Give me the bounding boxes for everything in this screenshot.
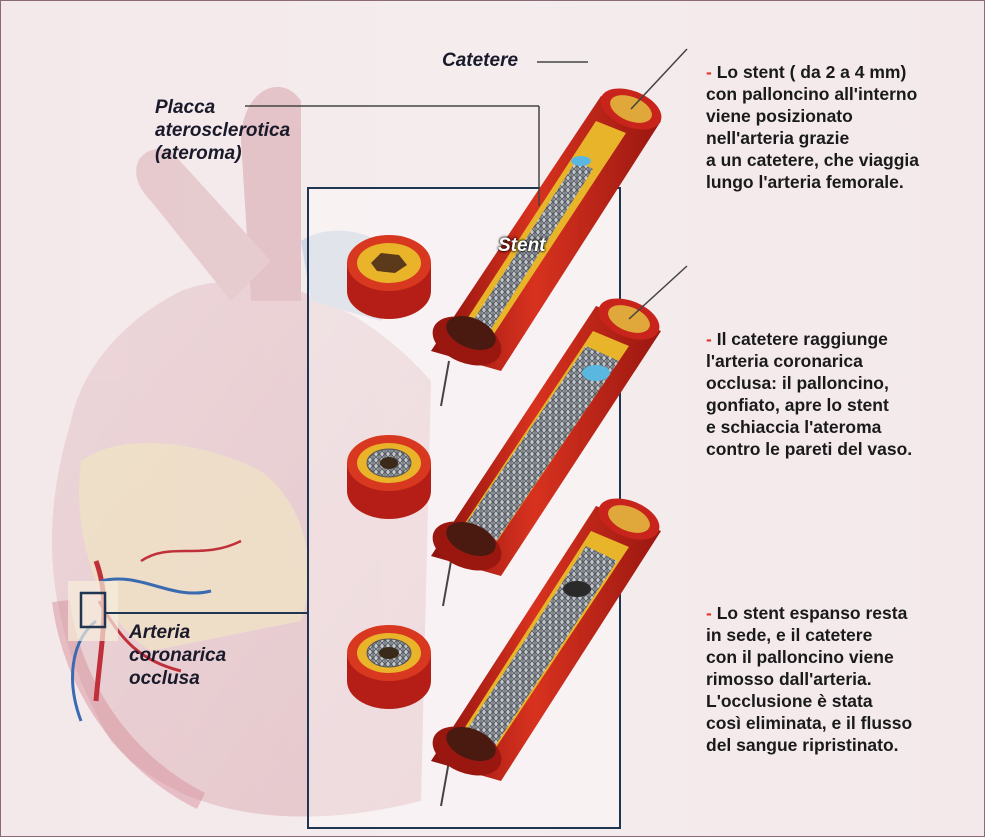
step-marker: -	[706, 329, 712, 349]
placca-label: Placca aterosclerotica (ateroma)	[155, 96, 290, 165]
step-1-text: - Lo stent ( da 2 a 4 mm) con palloncino…	[706, 61, 919, 193]
step-2-text: - Il catetere raggiunge l'arteria corona…	[706, 328, 912, 460]
cross-section-3	[347, 625, 431, 709]
zoom-region	[68, 581, 118, 641]
step-marker: -	[706, 603, 712, 623]
step-marker: -	[706, 62, 712, 82]
arteria-label: Arteria coronarica occlusa	[129, 621, 226, 690]
step-3-text: - Lo stent espanso resta in sede, e il c…	[706, 602, 912, 756]
catetere-label: Catetere	[442, 49, 518, 72]
stent-label: Stent	[498, 234, 546, 257]
cross-section-1	[347, 235, 431, 319]
cross-section-2	[347, 435, 431, 519]
